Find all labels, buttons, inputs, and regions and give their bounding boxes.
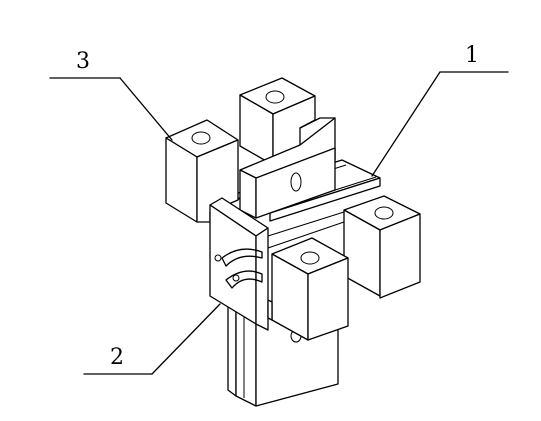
upper-slider-block <box>239 117 336 219</box>
right-side-block <box>343 195 421 299</box>
label-2: 2 <box>110 345 124 370</box>
front-cap-block <box>267 237 349 341</box>
callout-3: 3 <box>49 49 173 141</box>
callout-1: 1 <box>371 43 509 177</box>
label-1: 1 <box>465 43 479 68</box>
callout-2: 2 <box>83 303 221 375</box>
top-guide-block <box>239 77 316 166</box>
label-3: 3 <box>76 49 90 74</box>
front-main-body <box>209 197 345 331</box>
